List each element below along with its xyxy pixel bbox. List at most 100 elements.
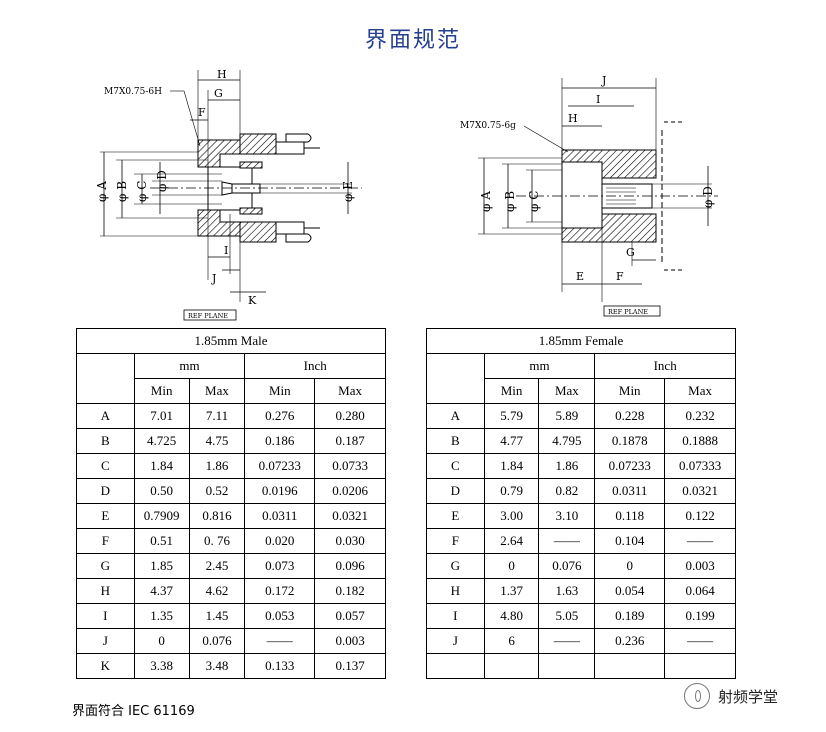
dim-female-f: F <box>616 270 624 283</box>
table-cell: 0.0733 <box>314 453 386 479</box>
table-cell: 2.64 <box>483 528 540 554</box>
table-cell: 1.84 <box>483 453 540 479</box>
dim-female-e: E <box>576 270 584 283</box>
table-cell: 4.77 <box>483 428 540 454</box>
wechat-icon <box>684 683 710 709</box>
table-cell: 1.84 <box>133 453 190 479</box>
table-cell: 1.63 <box>538 578 596 604</box>
table-cell: 0.076 <box>538 553 596 579</box>
table-cell: 0.1878 <box>594 428 666 454</box>
table-cell: 4.725 <box>133 428 190 454</box>
header-blank <box>76 353 135 404</box>
row-label: E <box>76 503 135 529</box>
table-cell: 0.064 <box>664 578 736 604</box>
table-cell: 5.05 <box>538 603 596 629</box>
table-cell: 3.10 <box>538 503 596 529</box>
table-cell: 7.01 <box>133 403 190 429</box>
table-cell: 1.35 <box>133 603 190 629</box>
table-cell: 0.236 <box>594 628 666 654</box>
table-cell: 0.137 <box>314 653 386 679</box>
table-cell: 0.79 <box>483 478 540 504</box>
table-cell: 0. 76 <box>188 528 246 554</box>
row-label: C <box>76 453 135 479</box>
table-cell: 0.189 <box>594 603 666 629</box>
table-cell: 3.38 <box>133 653 190 679</box>
table-cell: 0 <box>483 553 540 579</box>
table-cell: 4.37 <box>133 578 190 604</box>
table-cell: 0.7909 <box>133 503 190 529</box>
footer-note: 界面符合 IEC 61169 <box>72 704 195 719</box>
table-cell: 3.00 <box>483 503 540 529</box>
dim-female-a: φ A <box>479 191 493 212</box>
ref-plane-female: REF PLANE <box>608 308 648 316</box>
dim-female-d: φ D <box>701 186 715 208</box>
table-cell: 0.276 <box>244 403 316 429</box>
dim-male-i: I <box>224 244 228 257</box>
table-cell: 0.0311 <box>244 503 316 529</box>
header-inch: Inch <box>244 353 386 379</box>
row-label: I <box>426 603 485 629</box>
table-cell: 0.186 <box>244 428 316 454</box>
row-label: J <box>76 628 135 654</box>
ref-plane-male: REF PLANE <box>188 312 228 320</box>
male-connector-drawing: φ A φ B φ C φ D φ E H G F M7X0.75-6H I J… <box>90 62 370 324</box>
table-cell <box>594 653 666 679</box>
table-cell: 4.62 <box>188 578 246 604</box>
header-min: Min <box>244 378 316 404</box>
table-cell: 4.75 <box>188 428 246 454</box>
table-cell <box>664 653 736 679</box>
table-cell: 0.122 <box>664 503 736 529</box>
dim-male-a: φ A <box>95 181 109 202</box>
dim-male-c: φ C <box>135 181 149 202</box>
dim-male-e: φ E <box>341 181 355 202</box>
table-cell: —— <box>664 628 736 654</box>
table-cell: 0.07233 <box>594 453 666 479</box>
table-caption: 1.85mm Female <box>426 328 736 354</box>
row-label: C <box>426 453 485 479</box>
row-label: J <box>426 628 485 654</box>
row-label: B <box>76 428 135 454</box>
table-cell: 0.07233 <box>244 453 316 479</box>
table-cell: 5.89 <box>538 403 596 429</box>
row-label: F <box>76 528 135 554</box>
table-cell: 0.816 <box>188 503 246 529</box>
table-cell: —— <box>664 528 736 554</box>
table-cell: 0.133 <box>244 653 316 679</box>
table-cell: 1.86 <box>188 453 246 479</box>
table-cell: 0.054 <box>594 578 666 604</box>
table-cell: 4.795 <box>538 428 596 454</box>
dim-female-i: I <box>596 93 600 106</box>
table-cell: 0.020 <box>244 528 316 554</box>
dim-female-g: G <box>626 246 635 259</box>
dim-female-c: φ C <box>527 191 541 212</box>
dim-male-g: G <box>214 87 223 100</box>
header-min: Min <box>594 378 666 404</box>
table-cell: 0.096 <box>314 553 386 579</box>
dim-male-h: H <box>217 68 227 81</box>
table-cell: 0.51 <box>133 528 190 554</box>
row-label: F <box>426 528 485 554</box>
table-cell: 1.85 <box>133 553 190 579</box>
table-cell: 5.79 <box>483 403 540 429</box>
table-cell: —— <box>244 628 316 654</box>
table-cell: 0.003 <box>664 553 736 579</box>
table-cell: 6 <box>483 628 540 654</box>
table-cell: 0.0321 <box>314 503 386 529</box>
table-cell: 0 <box>133 628 190 654</box>
row-label: E <box>426 503 485 529</box>
table-cell: 4.80 <box>483 603 540 629</box>
